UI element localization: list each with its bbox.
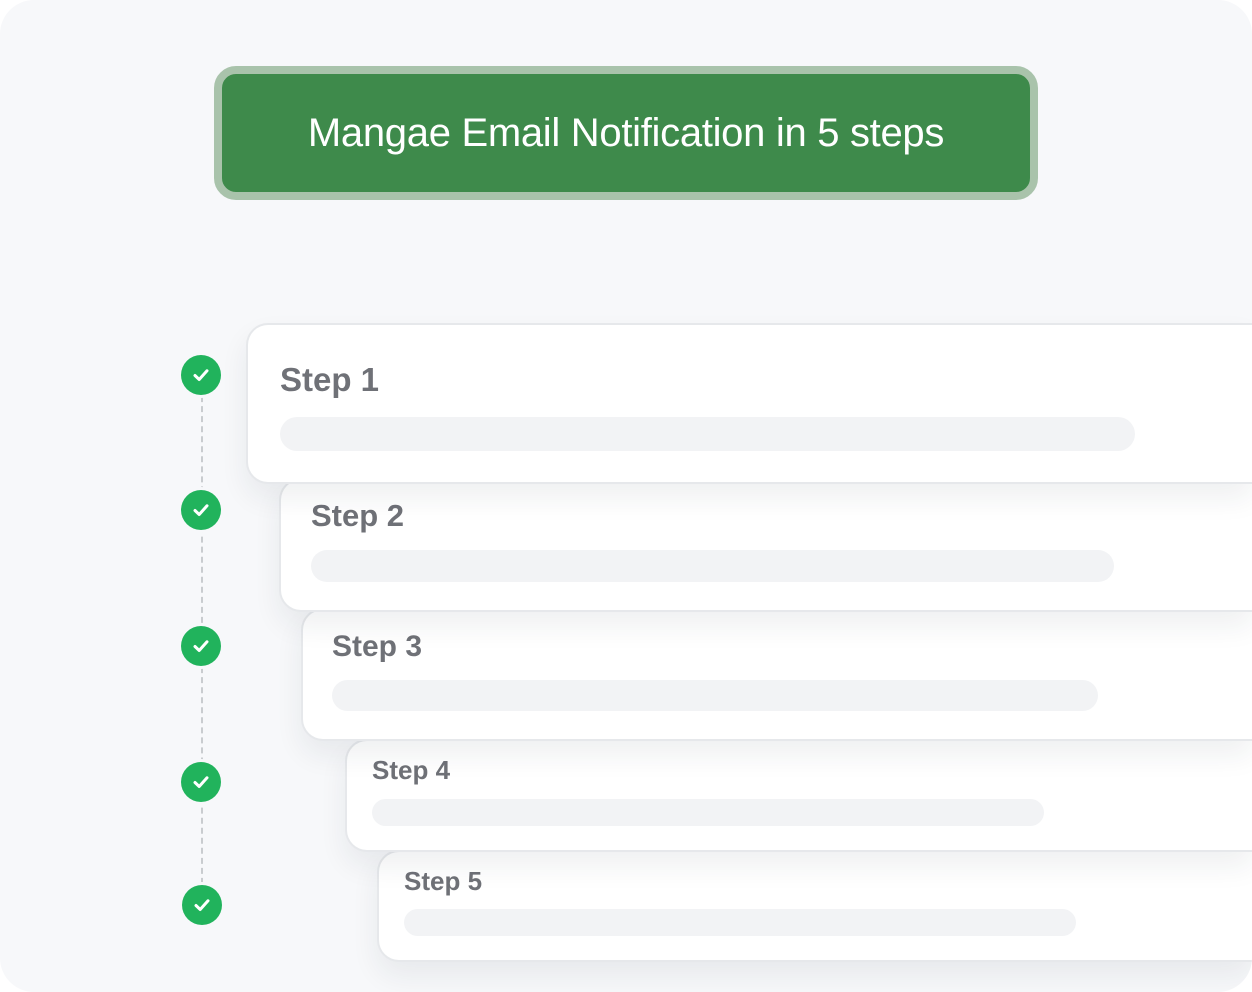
skeleton-placeholder bbox=[311, 550, 1114, 582]
step-card-3[interactable]: Step 3 bbox=[301, 608, 1252, 741]
skeleton-placeholder bbox=[404, 909, 1076, 936]
step-title: Step 2 bbox=[311, 498, 405, 533]
check-circle-icon bbox=[181, 355, 221, 395]
step-title: Step 1 bbox=[280, 361, 380, 398]
check-circle-icon bbox=[181, 490, 221, 530]
step-card-4[interactable]: Step 4 bbox=[345, 739, 1252, 852]
step-title: Step 3 bbox=[332, 630, 423, 663]
step-title: Step 5 bbox=[404, 866, 483, 896]
check-circle-icon bbox=[181, 762, 221, 802]
skeleton-placeholder bbox=[280, 417, 1135, 451]
skeleton-placeholder bbox=[372, 799, 1044, 826]
check-circle-icon bbox=[182, 885, 222, 925]
check-circle-icon bbox=[181, 626, 221, 666]
step-card-1[interactable]: Step 1 bbox=[246, 323, 1252, 484]
skeleton-placeholder bbox=[332, 680, 1098, 711]
step-title: Step 4 bbox=[372, 755, 451, 785]
title-button[interactable]: Mangae Email Notification in 5 steps bbox=[214, 66, 1038, 200]
step-card-5[interactable]: Step 5 bbox=[377, 850, 1252, 962]
step-card-2[interactable]: Step 2 bbox=[279, 478, 1252, 612]
